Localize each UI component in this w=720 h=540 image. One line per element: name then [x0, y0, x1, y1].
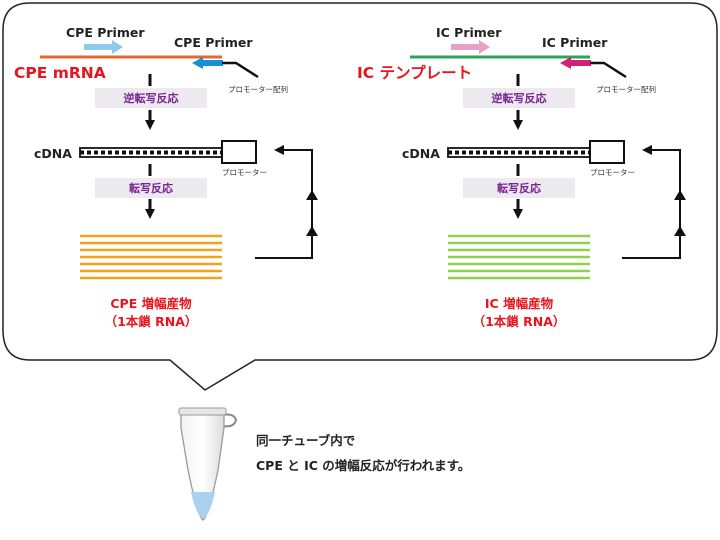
- cpe-product-lines: [80, 234, 222, 280]
- tube-icon: [178, 407, 238, 521]
- cpe-forward-primer-arrow: [84, 40, 123, 54]
- cpe-reverse-primer-label: CPE Primer: [174, 35, 253, 50]
- note-line-2: CPE と IC の増幅反応が行われます。: [256, 458, 470, 473]
- ic-reverse-primer-label: IC Primer: [542, 35, 608, 50]
- ic-step2-bg: [463, 178, 575, 198]
- ic-forward-primer-arrow: [451, 40, 490, 54]
- cpe-forward-primer-label: CPE Primer: [66, 25, 145, 40]
- cpe-template-label: CPE mRNA: [14, 64, 106, 82]
- ic-panel: IC Primer IC Primer プロモーター配列 IC テンプレート 逆…: [357, 25, 686, 329]
- cpe-promoter-label: プロモーター: [222, 168, 267, 177]
- ic-forward-primer-label: IC Primer: [436, 25, 502, 40]
- ic-step1-label: 逆転写反応: [492, 91, 547, 105]
- cpe-panel: CPE Primer CPE Primer プロモーター配列 CPE mRNA …: [14, 25, 318, 329]
- ic-cdna-label: cDNA: [402, 146, 440, 161]
- tube-liquid: [191, 492, 215, 519]
- cpe-step2-bg: [95, 178, 207, 198]
- cpe-step1-bg: [95, 88, 207, 108]
- cpe-product-title: CPE 増幅産物: [110, 296, 192, 311]
- cpe-promoter-box: [221, 140, 257, 164]
- ic-step2-label: 転写反応: [497, 181, 541, 195]
- cpe-recycle-arrow: [255, 145, 318, 259]
- cpe-step2-label: 転写反応: [129, 181, 173, 195]
- cpe-step1-label: 逆転写反応: [124, 91, 179, 105]
- cpe-reverse-primer-arrow: [192, 57, 223, 69]
- cpe-promoter-tail: [222, 61, 259, 79]
- cpe-cdna-label: cDNA: [34, 146, 72, 161]
- ic-template-label: IC テンプレート: [357, 63, 472, 82]
- ic-step1-bg: [463, 88, 575, 108]
- ic-product-title: IC 増幅産物: [485, 296, 554, 311]
- cpe-promoter-seq-label: プロモーター配列: [228, 84, 288, 94]
- note-line-1: 同一チューブ内で: [256, 433, 355, 448]
- ic-promoter-label: プロモーター: [590, 168, 635, 177]
- ic-promoter-seq-label: プロモーター配列: [596, 84, 656, 94]
- ic-product-subtitle: （1本鎖 RNA）: [473, 314, 566, 329]
- ic-product-lines: [448, 234, 590, 280]
- cpe-product-subtitle: （1本鎖 RNA）: [105, 314, 198, 329]
- ic-promoter-box: [589, 140, 625, 164]
- ic-promoter-tail: [590, 61, 627, 79]
- ic-recycle-arrow: [622, 145, 686, 259]
- ic-reverse-primer-arrow: [560, 57, 591, 69]
